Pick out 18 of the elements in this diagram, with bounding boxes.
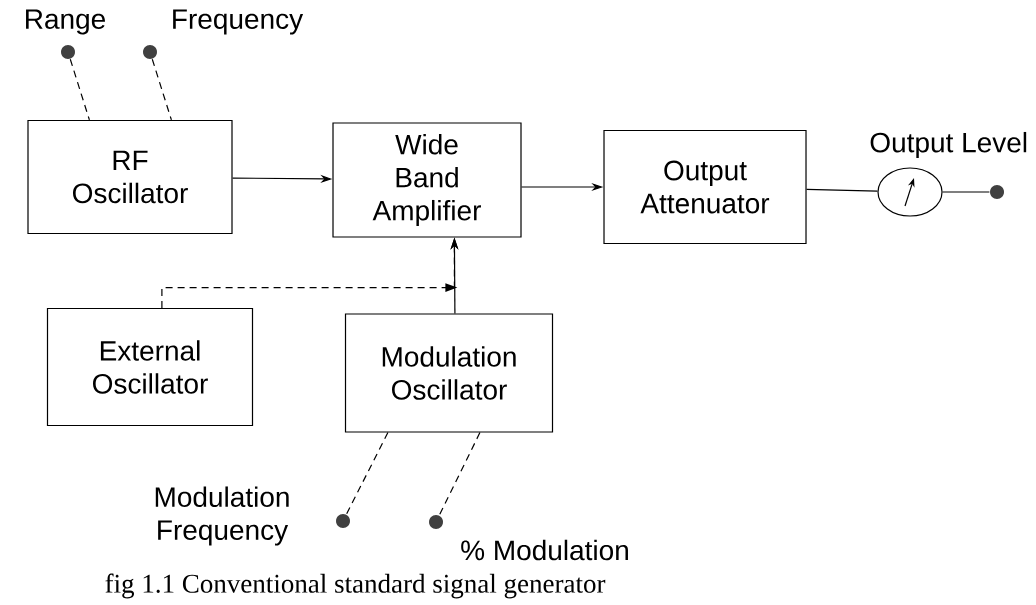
connector: [345, 432, 389, 515]
knob-label: Modulation Frequency: [155, 486, 289, 546]
connector: [438, 432, 481, 516]
knob-label: % Modulation: [461, 539, 628, 561]
block-box: Wide Band Amplifier: [332, 122, 522, 238]
meter-label: Output Level: [870, 131, 1027, 159]
connector: [69, 58, 90, 121]
connector: [151, 58, 172, 121]
connector: [942, 191, 990, 193]
output-terminal: [990, 185, 1004, 199]
knob-label: Range: [26, 9, 105, 35]
caption: fig 1.1 Conventional standard signal generator: [105, 573, 606, 599]
knob-label: Frequency: [173, 9, 304, 35]
block-box: Output Attenuator: [603, 129, 807, 245]
block-box: RF Oscillator: [27, 119, 233, 235]
connector: [806, 188, 879, 192]
block-box: Modulation Oscillator: [344, 313, 554, 433]
block-box: External Oscillator: [46, 307, 254, 427]
